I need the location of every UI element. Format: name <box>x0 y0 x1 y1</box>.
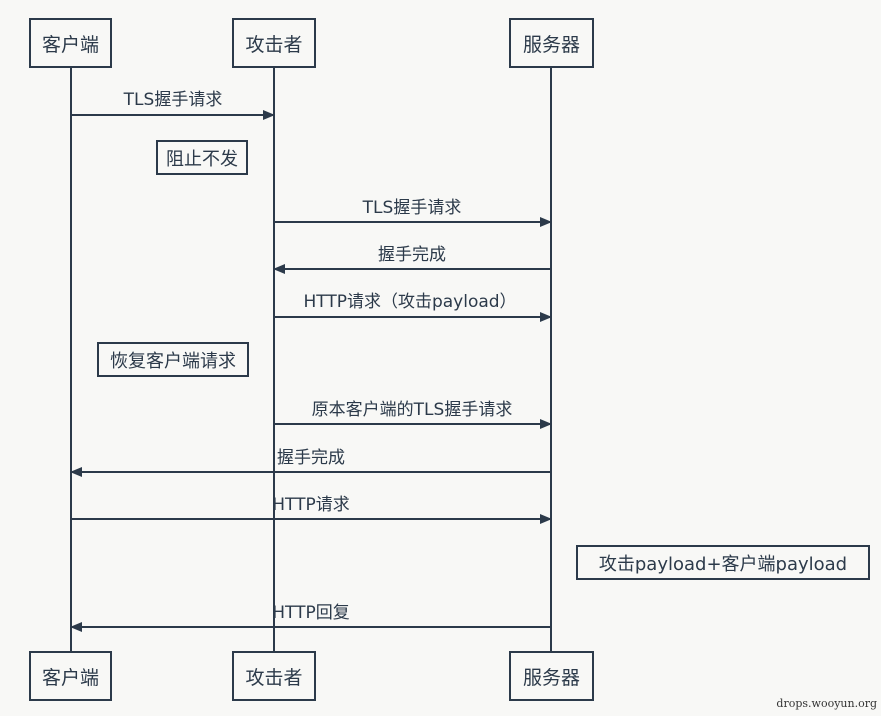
actor-client-top: 客户端 <box>29 18 112 68</box>
note-block-request: 阻止不发 <box>156 140 248 175</box>
message-label-6: 握手完成 <box>277 448 345 468</box>
message-label-4: HTTP请求（攻击payload） <box>303 292 517 312</box>
note-restore-client-request: 恢复客户端请求 <box>97 342 249 377</box>
watermark: drops.wooyun.org <box>776 697 877 710</box>
message-label-8: HTTP回复 <box>272 603 350 623</box>
actor-server-bottom: 服务器 <box>509 651 594 701</box>
note-combined-payload: 攻击payload+客户端payload <box>576 545 870 580</box>
message-label-1: TLS握手请求 <box>123 90 223 110</box>
actor-client-bottom: 客户端 <box>29 651 112 701</box>
message-label-3: 握手完成 <box>378 245 446 265</box>
message-label-7: HTTP请求 <box>272 495 350 515</box>
actor-attacker-bottom: 攻击者 <box>232 651 316 701</box>
message-label-5: 原本客户端的TLS握手请求 <box>311 400 513 420</box>
actor-server-top: 服务器 <box>509 18 594 68</box>
actor-attacker-top: 攻击者 <box>232 18 316 68</box>
message-label-2: TLS握手请求 <box>362 198 462 218</box>
